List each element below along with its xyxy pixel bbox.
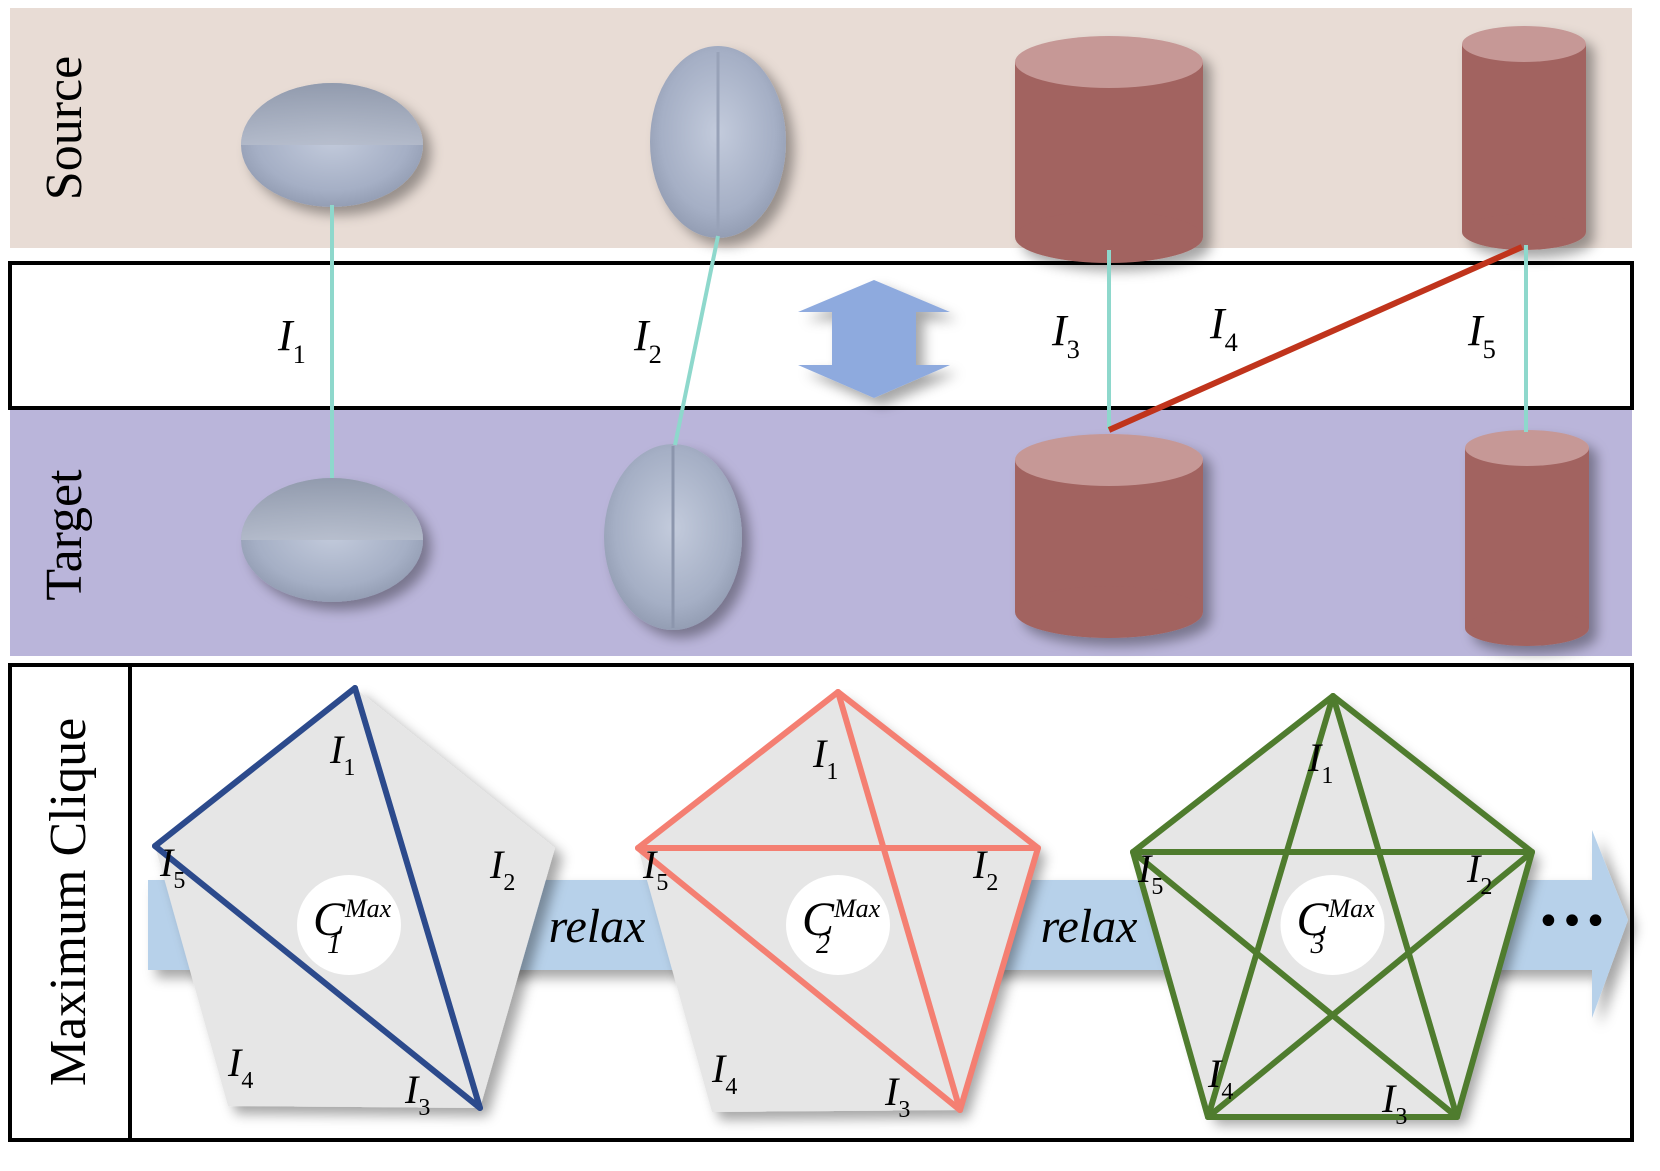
clique-index: 2	[816, 929, 830, 960]
correspondence-line-4	[1107, 244, 1524, 433]
clique-node-label: I2	[1466, 846, 1492, 900]
source-ellipsoid-flat	[241, 83, 423, 207]
clique-node-label: I4	[711, 1046, 737, 1100]
clique-edge	[1454, 849, 1535, 1120]
correspondence-label-3: I3	[1051, 306, 1080, 364]
correspondence-label-4: I4	[1209, 299, 1238, 357]
ellipsis-icon: •••	[1537, 899, 1608, 945]
clique-edge	[1330, 693, 1535, 855]
clique-edge	[635, 845, 963, 1113]
source-ellipsoid-tall	[650, 46, 786, 238]
relax-label-1: relax	[549, 900, 646, 953]
clique-index: 1	[327, 929, 341, 960]
clique-edge	[152, 843, 483, 1111]
source-label: Source	[36, 56, 93, 200]
clique-node-label: I4	[227, 1040, 253, 1094]
target-ellipsoid-flat	[241, 478, 423, 602]
clique-center-circle	[1280, 875, 1385, 975]
clique-node-label: I1	[812, 731, 838, 785]
clique-symbol: CMax	[802, 893, 881, 946]
correspondence-line-2	[673, 235, 720, 446]
clique-node-label: I5	[642, 842, 668, 896]
clique-index: 3	[1310, 929, 1325, 960]
clique-symbol: CMax	[1297, 893, 1376, 946]
clique-node-label: I2	[972, 842, 998, 896]
clique-edge	[957, 845, 1041, 1113]
correspondence-label-5: I5	[1467, 306, 1496, 364]
clique-node-label: I4	[1207, 1051, 1233, 1105]
clique-edge	[1205, 693, 1336, 1120]
target-cylinder-small	[1465, 430, 1589, 646]
clique-edge	[152, 685, 358, 849]
clique-node-label: I5	[159, 840, 185, 894]
clique-node-label: I5	[1137, 846, 1163, 900]
clique-center-circle	[786, 875, 890, 975]
clique-node-label: I1	[329, 727, 355, 781]
clique-node-label: I2	[489, 842, 515, 896]
clique-edge	[352, 685, 483, 1111]
relax-label-2: relax	[1041, 900, 1138, 953]
clique-label-box	[8, 663, 132, 1142]
clique-symbol: CMax	[313, 893, 392, 946]
clique-edge	[1330, 693, 1460, 1120]
target-label: Target	[36, 469, 93, 601]
source-cylinder-small	[1462, 26, 1586, 250]
target-cylinder-large	[1015, 434, 1203, 638]
clique-edge	[1130, 849, 1460, 1120]
clique-node-label: I3	[884, 1069, 910, 1123]
clique-node-label: I1	[1307, 735, 1333, 789]
target-ellipsoid-tall	[604, 444, 742, 630]
correspondence-band	[8, 261, 1634, 410]
clique-label: Maximum Clique	[40, 718, 97, 1086]
clique-center-circle	[297, 875, 401, 975]
correspondence-label-1: I1	[277, 311, 306, 369]
clique-edge	[1130, 693, 1336, 855]
clique-edge	[1205, 849, 1535, 1120]
clique-edge	[1130, 849, 1211, 1120]
clique-edge	[835, 689, 963, 1113]
clique-node-label: I3	[404, 1067, 430, 1121]
correspondence-label-2: I2	[633, 311, 662, 369]
clique-edge	[835, 689, 1041, 851]
source-cylinder-large	[1015, 36, 1203, 263]
clique-edge	[635, 689, 841, 851]
double-arrow-icon	[798, 280, 950, 398]
clique-node-label: I3	[1381, 1076, 1407, 1130]
